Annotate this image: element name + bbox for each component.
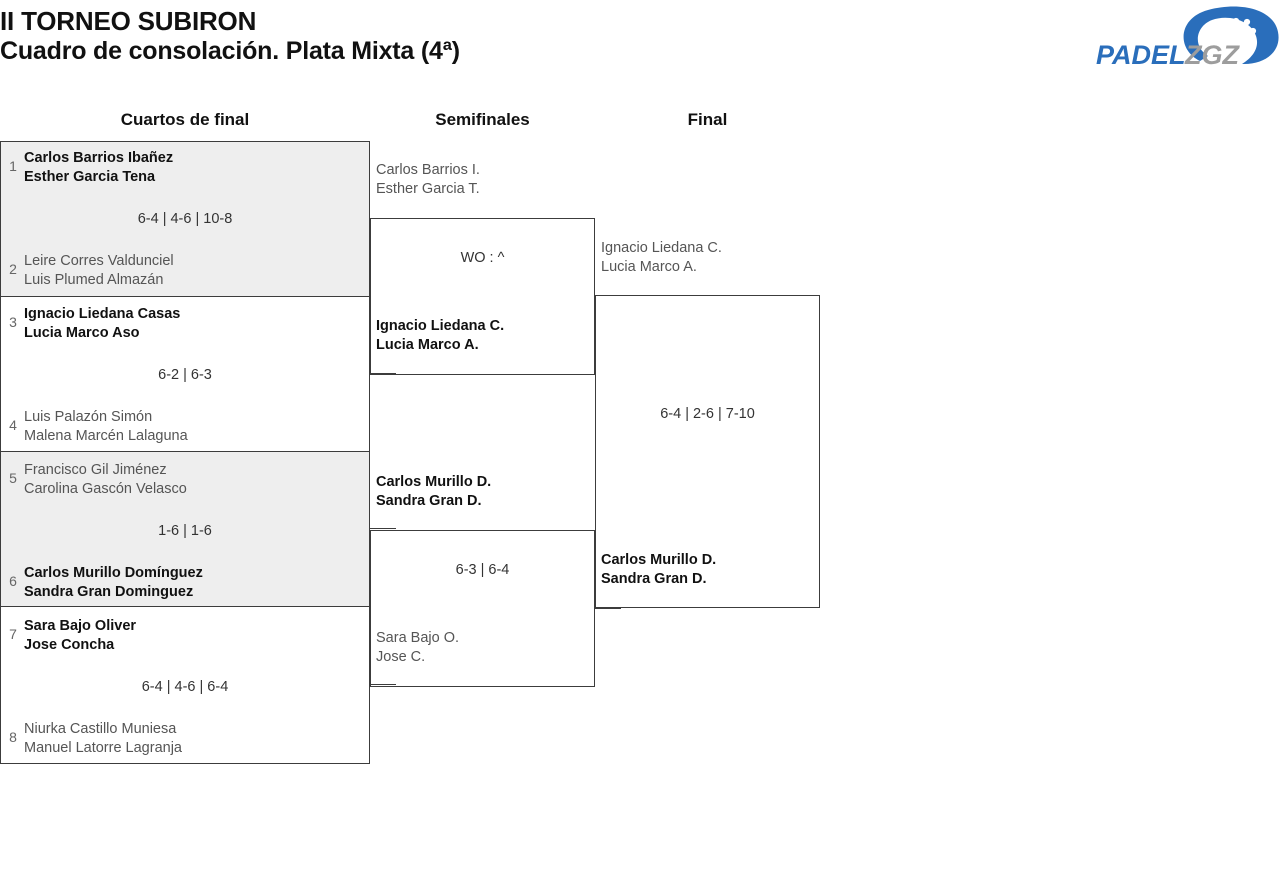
player-name: Lucia Marco A. (376, 336, 479, 353)
score-qf3: 1-6 | 1-6 (158, 523, 212, 539)
seed-2: 2 (9, 261, 17, 277)
player-name: Carlos Barrios I. (376, 162, 480, 178)
player-name: Jose C. (376, 648, 426, 665)
team-final-top: Ignacio Liedana C. Lucia Marco A. (601, 239, 722, 276)
score-qf2: 6-2 | 6-3 (158, 367, 212, 383)
connector-qf3-to-sf2 (370, 528, 396, 529)
player-name: Carlos Barrios Ibañez (24, 150, 174, 166)
player-name: Luis Plumed Almazán (24, 271, 164, 288)
player-name: Ignacio Liedana C. (376, 318, 505, 334)
tournament-name: II TORNEO SUBIRON (0, 6, 257, 36)
player-name: Jose Concha (24, 636, 115, 653)
player-name: Lucia Marco A. (601, 258, 697, 275)
team-qf2-top: Ignacio Liedana Casas Lucia Marco Aso (24, 305, 180, 342)
team-qf1-bottom: Leire Corres Valdunciel Luis Plumed Alma… (24, 252, 174, 289)
player-name: Malena Marcén Lalaguna (24, 427, 188, 444)
player-name: Esther Garcia T. (376, 180, 480, 197)
score-final: 6-4 | 2-6 | 7-10 (660, 406, 755, 422)
player-name: Niurka Castillo Muniesa (24, 721, 177, 737)
player-name: Sara Bajo O. (376, 630, 460, 646)
player-name: Sandra Gran D. (376, 492, 482, 509)
round-header-semifinals: Semifinales (435, 110, 530, 129)
player-name: Sara Bajo Oliver (24, 618, 137, 634)
team-sf2-bottom: Sara Bajo O. Jose C. (376, 629, 459, 666)
team-final-bottom: Carlos Murillo D. Sandra Gran D. (601, 551, 716, 588)
score-qf1: 6-4 | 4-6 | 10-8 (137, 211, 233, 227)
player-name: Ignacio Liedana C. (601, 240, 722, 256)
tournament-subtitle: Cuadro de consolación. Plata Mixta (4ª) (0, 37, 460, 65)
match-box-qf2[interactable] (0, 296, 370, 452)
page-title: II TORNEO SUBIRON Cuadro de consolación.… (0, 6, 900, 66)
seed-4: 4 (9, 417, 17, 433)
team-qf1-top: Carlos Barrios Ibañez Esther Garcia Tena (24, 149, 173, 186)
round-header-final: Final (687, 110, 728, 129)
player-name: Carolina Gascón Velasco (24, 480, 187, 497)
logo-word-padel: PADEL (1096, 40, 1186, 70)
score-sf1: WO : ^ (460, 250, 505, 266)
match-box-qf4[interactable] (0, 606, 370, 764)
player-name: Sandra Gran D. (601, 570, 707, 587)
team-sf1-bottom: Ignacio Liedana C. Lucia Marco A. (376, 317, 504, 354)
player-name: Luis Palazón Simón (24, 409, 153, 425)
seed-7: 7 (9, 626, 17, 642)
seed-1: 1 (9, 158, 17, 174)
seed-5: 5 (9, 470, 17, 486)
player-name: Carlos Murillo Domínguez (24, 565, 203, 581)
player-name: Manuel Latorre Lagranja (24, 739, 182, 756)
connector-qf1-to-sf1 (370, 218, 396, 219)
connector-sf2-to-final (595, 608, 621, 609)
player-name: Sandra Gran Dominguez (24, 583, 194, 600)
team-qf4-top: Sara Bajo Oliver Jose Concha (24, 617, 136, 654)
seed-8: 8 (9, 729, 17, 745)
match-box-qf3[interactable] (0, 451, 370, 607)
player-name: Lucia Marco Aso (24, 324, 140, 341)
team-qf3-bottom: Carlos Murillo Domínguez Sandra Gran Dom… (24, 564, 203, 601)
team-qf4-bottom: Niurka Castillo Muniesa Manuel Latorre L… (24, 720, 182, 757)
match-box-sf1[interactable] (370, 218, 595, 375)
connector-qf4-to-sf2 (370, 684, 396, 685)
player-name: Carlos Murillo D. (376, 474, 492, 490)
player-name: Francisco Gil Jiménez (24, 462, 167, 478)
player-name: Leire Corres Valdunciel (24, 253, 174, 269)
team-sf2-top: Carlos Murillo D. Sandra Gran D. (376, 473, 491, 510)
score-sf2: 6-3 | 6-4 (455, 562, 510, 578)
round-header-quarterfinals: Cuartos de final (120, 110, 250, 129)
team-sf1-top: Carlos Barrios I. Esther Garcia T. (376, 161, 480, 198)
match-box-final[interactable] (595, 295, 820, 608)
logo-word-zgz: ZGZ (1184, 40, 1240, 70)
player-name: Ignacio Liedana Casas (24, 306, 181, 322)
seed-6: 6 (9, 573, 17, 589)
seed-3: 3 (9, 314, 17, 330)
player-name: Carlos Murillo D. (601, 552, 717, 568)
team-qf3-top: Francisco Gil Jiménez Carolina Gascón Ve… (24, 461, 187, 498)
padelzgz-logo: PADEL ZGZ (1092, 2, 1280, 78)
player-name: Esther Garcia Tena (24, 168, 156, 185)
match-box-sf2[interactable] (370, 530, 595, 687)
match-box-qf1[interactable] (0, 141, 370, 297)
score-qf4: 6-4 | 4-6 | 6-4 (141, 679, 229, 695)
connector-qf2-to-sf1 (370, 373, 396, 374)
connector-sf1-to-final (595, 295, 621, 296)
team-qf2-bottom: Luis Palazón Simón Malena Marcén Lalagun… (24, 408, 188, 445)
